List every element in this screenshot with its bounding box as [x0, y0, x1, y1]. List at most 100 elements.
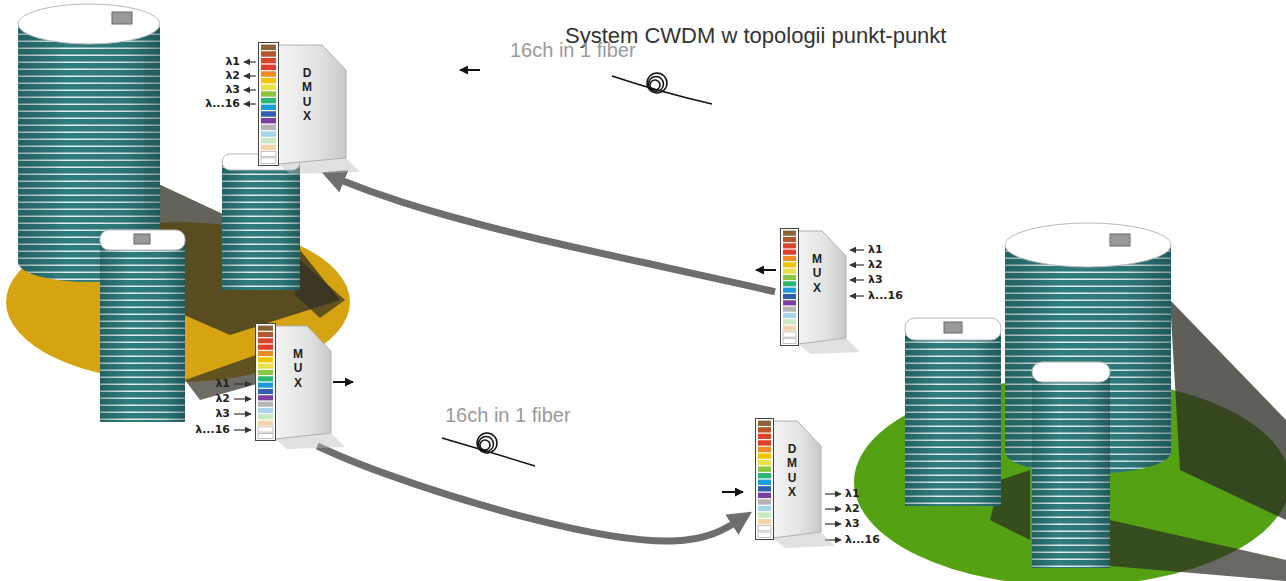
- wavelength-cell: [258, 338, 273, 343]
- wavelength-strip: [256, 324, 276, 441]
- right-site: [1110, 520, 1286, 581]
- wavelength-cell: [261, 71, 276, 76]
- fiber-coil: [650, 80, 660, 90]
- multiplexer-box: D M U X: [755, 418, 821, 540]
- wavelength-cell: [261, 45, 276, 50]
- wavelength-cell: [783, 326, 796, 331]
- wavelength-strip: [781, 229, 799, 346]
- wavelength-label: λ2: [868, 258, 883, 272]
- wavelength-cell: [783, 313, 796, 318]
- wavelength-cell: [758, 466, 771, 471]
- wavelength-label: λ...16: [868, 289, 903, 303]
- wavelength-cell: [758, 473, 771, 478]
- wavelength-cell: [261, 138, 276, 143]
- wavelength-strip: [259, 43, 279, 166]
- wavelength-arrow: [234, 429, 251, 430]
- wavelength-cell: [261, 51, 276, 56]
- left-site: [18, 24, 160, 282]
- wavelength-label: λ...16: [195, 423, 230, 437]
- fiber-coil: [442, 438, 535, 466]
- wavelength-cell: [758, 460, 771, 465]
- wavelength-cell: [783, 275, 796, 280]
- fiber-coil: [477, 433, 497, 453]
- wavelength-cell: [783, 262, 796, 267]
- wavelength-label: λ2: [845, 502, 860, 516]
- left-site: [112, 12, 132, 24]
- wavelength-cell: [758, 532, 771, 537]
- multiplexer-box: M U X: [780, 228, 846, 346]
- wavelength-cell: [758, 480, 771, 485]
- wavelength-cell: [258, 395, 273, 400]
- wavelength-cell: [261, 91, 276, 96]
- wavelength-cell: [758, 486, 771, 491]
- left-site: [100, 240, 185, 422]
- wavelength-cell: [258, 414, 273, 419]
- wavelength-cell: [258, 326, 273, 331]
- wavelength-cell: [783, 300, 796, 305]
- wavelength-cell: [758, 453, 771, 458]
- wavelength-cell: [258, 351, 273, 356]
- right-site: [905, 330, 1001, 506]
- wavelength-cell: [783, 332, 796, 337]
- wavelength-cell: [258, 389, 273, 394]
- left-site: [100, 230, 185, 250]
- wavelength-strip: [756, 419, 774, 540]
- wavelength-arrow: [825, 523, 841, 524]
- wavelength-cell: [783, 307, 796, 312]
- wavelength-arrow: [244, 103, 256, 104]
- wavelength-label: λ3: [215, 407, 230, 421]
- wavelength-cell: [758, 499, 771, 504]
- wavelength-cell: [258, 364, 273, 369]
- right-site: [854, 223, 1286, 581]
- wavelength-cell: [783, 243, 796, 248]
- wavelength-cell: [258, 332, 273, 337]
- wavelength-cell: [261, 65, 276, 70]
- left-site: [222, 162, 300, 290]
- fiber-arrow: [328, 175, 775, 292]
- wavelength-cell: [261, 131, 276, 136]
- signal-arrow: [756, 269, 776, 271]
- wavelength-arrow: [850, 295, 864, 296]
- right-site: [1032, 372, 1110, 568]
- wavelength-arrow: [850, 249, 864, 250]
- wavelength-cell: [783, 256, 796, 261]
- wavelength-cell: [783, 281, 796, 286]
- device-body: [278, 45, 346, 164]
- fiber-label: 16ch in 1 fiber: [510, 38, 636, 62]
- wavelength-cell: [758, 434, 771, 439]
- device-label: M U X: [292, 347, 304, 390]
- wavelength-arrow: [825, 508, 841, 509]
- device-shape: [258, 42, 346, 166]
- wavelength-cell: [758, 447, 771, 452]
- right-site: [1005, 223, 1171, 267]
- wavelength-cell: [783, 294, 796, 299]
- device-body: [798, 231, 846, 344]
- wavelength-label: λ2: [225, 69, 240, 83]
- wavelength-cell: [261, 98, 276, 103]
- device-label: M U X: [811, 252, 823, 295]
- signal-arrow: [333, 70, 776, 492]
- left-site: [6, 4, 350, 422]
- signal-arrow: [460, 69, 480, 71]
- wavelength-label: λ2: [215, 392, 230, 406]
- device-label: D M U X: [786, 442, 798, 500]
- wavelength-label: λ1: [225, 55, 240, 69]
- wavelength-cell: [258, 433, 273, 438]
- wavelength-label: λ1: [845, 487, 860, 501]
- device-label: D M U X: [301, 66, 313, 124]
- fiber-coil: [479, 437, 494, 452]
- fiber-coil: [480, 440, 490, 450]
- wavelength-cell: [261, 111, 276, 116]
- right-site: [1110, 234, 1130, 246]
- signal-arrow: [333, 381, 353, 383]
- wavelength-cell: [258, 427, 273, 432]
- wavelength-cell: [258, 376, 273, 381]
- wavelength-label: λ3: [845, 517, 860, 531]
- fiber-coil: [649, 77, 664, 92]
- wavelength-cell: [261, 118, 276, 123]
- wavelength-label: λ3: [868, 273, 883, 287]
- wavelength-cell: [758, 519, 771, 524]
- wavelength-arrow: [244, 89, 256, 90]
